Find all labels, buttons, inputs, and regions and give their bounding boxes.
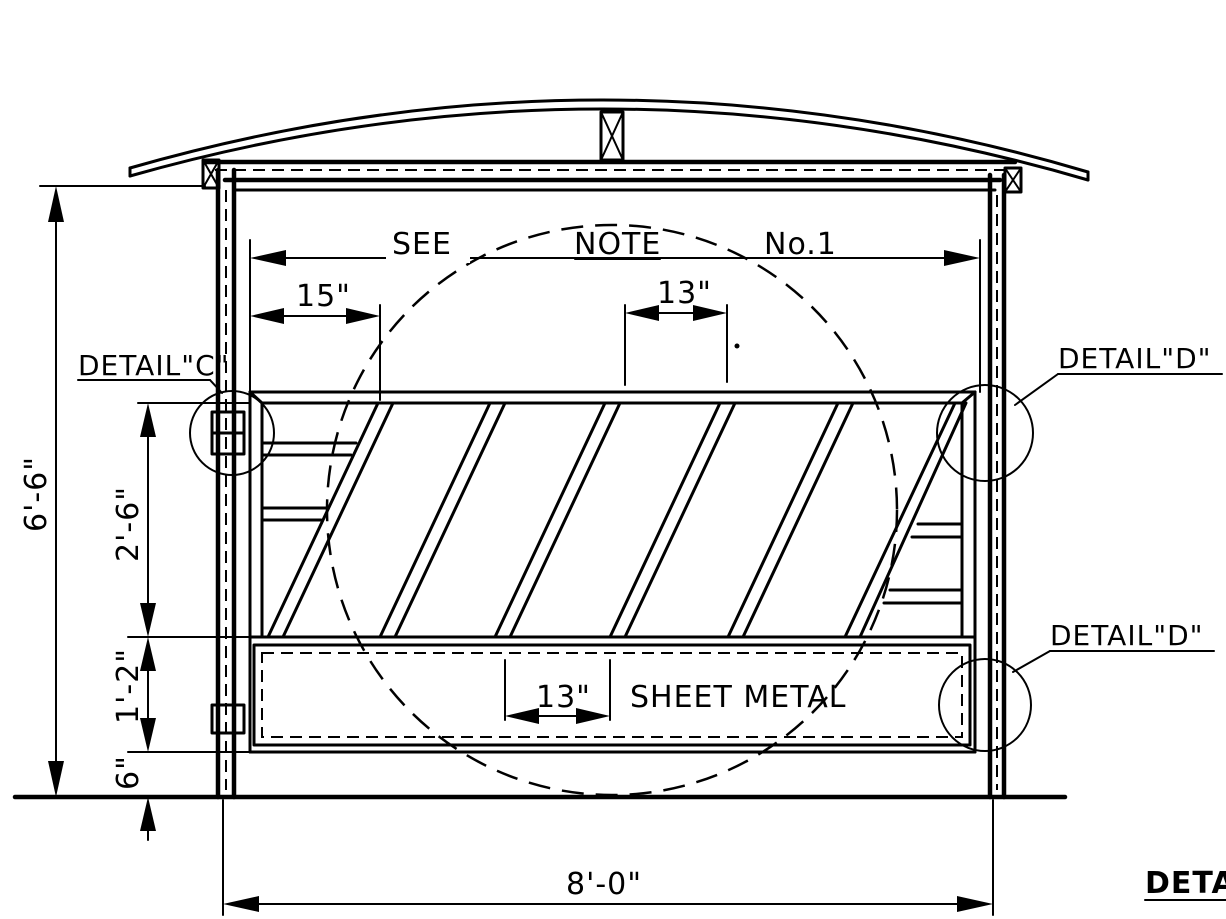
dim-15-label: 15" [296, 279, 351, 314]
dim-8-0-label: 8'-0" [566, 867, 642, 902]
dim-6-line [140, 797, 156, 841]
dim-1-2-label: 1'-2" [111, 648, 146, 724]
detail-d-top-label: DETAIL"D" [1058, 342, 1212, 375]
dim-1-2-line [127, 637, 251, 753]
dim-13-bottom-line [504, 659, 611, 724]
dim-15-line [250, 304, 381, 401]
see-note-label-note: NOTE [574, 227, 661, 262]
dim-13-bottom-label: 13" [536, 680, 591, 715]
dim-6-label: 6" [111, 755, 146, 790]
detail-d-bottom-circle [938, 658, 1032, 752]
see-note-label-no1: No.1 [764, 227, 837, 262]
dim-8-0-line [222, 799, 994, 916]
dim-2-6-line [127, 402, 251, 638]
detail-leaders [77, 373, 1223, 673]
upper-hinge [210, 410, 246, 456]
arched-roof [128, 98, 1090, 182]
eave-beam [201, 158, 1023, 194]
horizontal-rails [260, 441, 964, 605]
dim-2-6-label: 2'-6" [111, 486, 146, 562]
ridge-block [599, 110, 625, 162]
detail-c-circle [189, 390, 275, 476]
sheet-metal-panel [252, 643, 972, 747]
right-post [987, 172, 1007, 800]
lower-hinge [210, 703, 246, 735]
dim-6-6-label: 6'-6" [19, 456, 54, 532]
dim-13-top-label: 13" [657, 276, 712, 311]
detail-d-top-circle [936, 384, 1034, 482]
detail-c-label: DETAIL"C" [78, 349, 230, 382]
sheet-metal-label: SHEET METAL [630, 680, 846, 715]
diagonal-braces [266, 401, 968, 639]
detail-cut-label: DETA [1145, 866, 1226, 901]
swing-circle [325, 223, 899, 797]
detail-d-bottom-label: DETAIL"D" [1050, 619, 1204, 652]
see-note-label-see: SEE [392, 227, 452, 262]
dim-13-top-line [624, 304, 740, 386]
left-post [215, 167, 237, 800]
dim-6-6-line [39, 185, 206, 797]
